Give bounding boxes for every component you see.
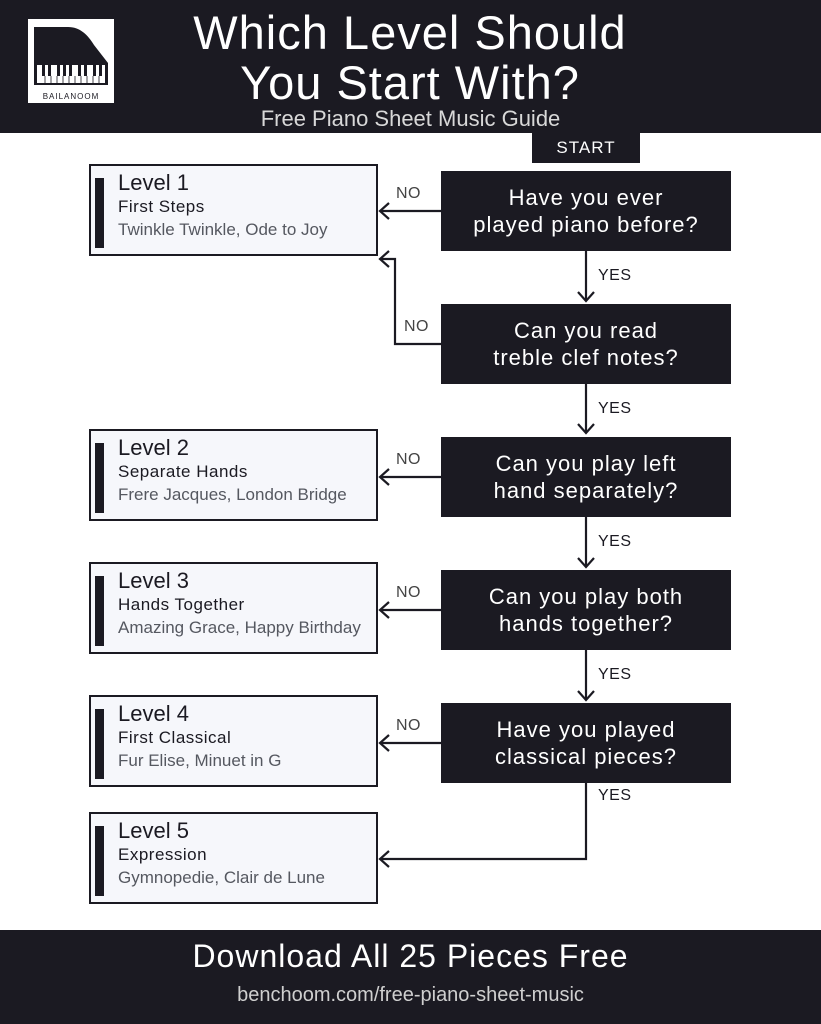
connector-yes-5 [381,782,588,861]
yes-label-1: YES [598,267,632,284]
level-3-card: Level 3 Hands Together Amazing Grace, Ha… [89,562,378,654]
no-label-3: NO [396,451,421,468]
title-line-1: Which Level Should [193,6,627,59]
question-1: Have you ever played piano before? [441,171,731,251]
level-accent-bar [95,709,104,779]
question-4-line-2: hands together? [498,611,674,636]
question-4: Can you play both hands together? [441,570,731,650]
arrowhead-no-5 [378,734,390,752]
level-4-card: Level 4 First Classical Fur Elise, Minue… [89,695,378,787]
arrowhead-yes-2 [577,423,595,435]
page-subtitle: Free Piano Sheet Music Guide [260,106,561,131]
no-label-2: NO [404,318,429,335]
arrowhead-yes-4 [577,690,595,702]
question-2-line-2: treble clef notes? [493,345,679,370]
yes-label-2: YES [598,400,632,417]
level-1-card: Level 1 First Steps Twinkle Twinkle, Ode… [89,164,378,256]
level-accent-bar [95,576,104,646]
level-name: Expression [118,845,208,864]
grand-piano-icon [34,27,108,85]
brand-logo: BAILANOOM [28,19,114,103]
question-3: Can you play left hand separately? [441,437,731,517]
page-title: Which Level Should You Start With? [130,8,690,108]
no-label-1: NO [396,185,421,202]
footer-banner [0,930,821,1024]
level-accent-bar [95,443,104,513]
header-banner [0,0,821,133]
question-2: Can you read treble clef notes? [441,304,731,384]
level-accent-bar [95,178,104,248]
connector-no-2 [381,257,441,346]
start-node: START [532,133,640,163]
arrowhead-yes-3 [577,557,595,569]
level-accent-bar [95,826,104,896]
no-label-4: NO [396,584,421,601]
question-5-line-2: classical pieces? [494,744,678,769]
arrowhead-no-1 [378,202,390,220]
yes-label-3: YES [598,533,632,550]
download-cta[interactable]: Download All 25 Pieces Free [192,938,629,974]
question-1-line-2: played piano before? [473,212,699,237]
level-title: Level 1 [118,170,189,195]
level-songs: Twinkle Twinkle, Ode to Joy [118,220,328,239]
level-title: Level 4 [118,701,189,726]
arrowhead-yes-5 [378,850,390,868]
arrowhead-no-2 [378,250,390,268]
level-name: Separate Hands [118,462,248,481]
question-3-line-1: Can you play left [495,451,677,476]
yes-label-5: YES [598,787,632,804]
level-name: First Classical [118,728,232,747]
logo-text: BAILANOOM [42,92,100,101]
level-2-card: Level 2 Separate Hands Frere Jacques, Lo… [89,429,378,521]
level-songs: Gymnopedie, Clair de Lune [118,868,325,887]
arrowhead-no-4 [378,601,390,619]
question-1-line-1: Have you ever [508,185,664,210]
level-title: Level 2 [118,435,189,460]
title-line-2: You Start With? [240,56,580,109]
level-title: Level 5 [118,818,189,843]
level-songs: Amazing Grace, Happy Birthday [118,618,361,637]
yes-label-4: YES [598,666,632,683]
arrowhead-yes-1 [577,291,595,303]
question-5: Have you played classical pieces? [441,703,731,783]
level-5-card: Level 5 Expression Gymnopedie, Clair de … [89,812,378,904]
question-5-line-1: Have you played [496,717,676,742]
no-label-5: NO [396,717,421,734]
level-name: First Steps [118,197,205,216]
question-4-line-1: Can you play both [488,584,684,609]
question-3-line-2: hand separately? [493,478,679,503]
level-songs: Frere Jacques, London Bridge [118,485,347,504]
level-name: Hands Together [118,595,245,614]
footer-url-link[interactable]: benchoom.com/free-piano-sheet-music [237,984,584,1006]
level-title: Level 3 [118,568,189,593]
arrowhead-no-3 [378,468,390,486]
level-songs: Fur Elise, Minuet in G [118,751,282,770]
question-2-line-1: Can you read [513,318,659,343]
